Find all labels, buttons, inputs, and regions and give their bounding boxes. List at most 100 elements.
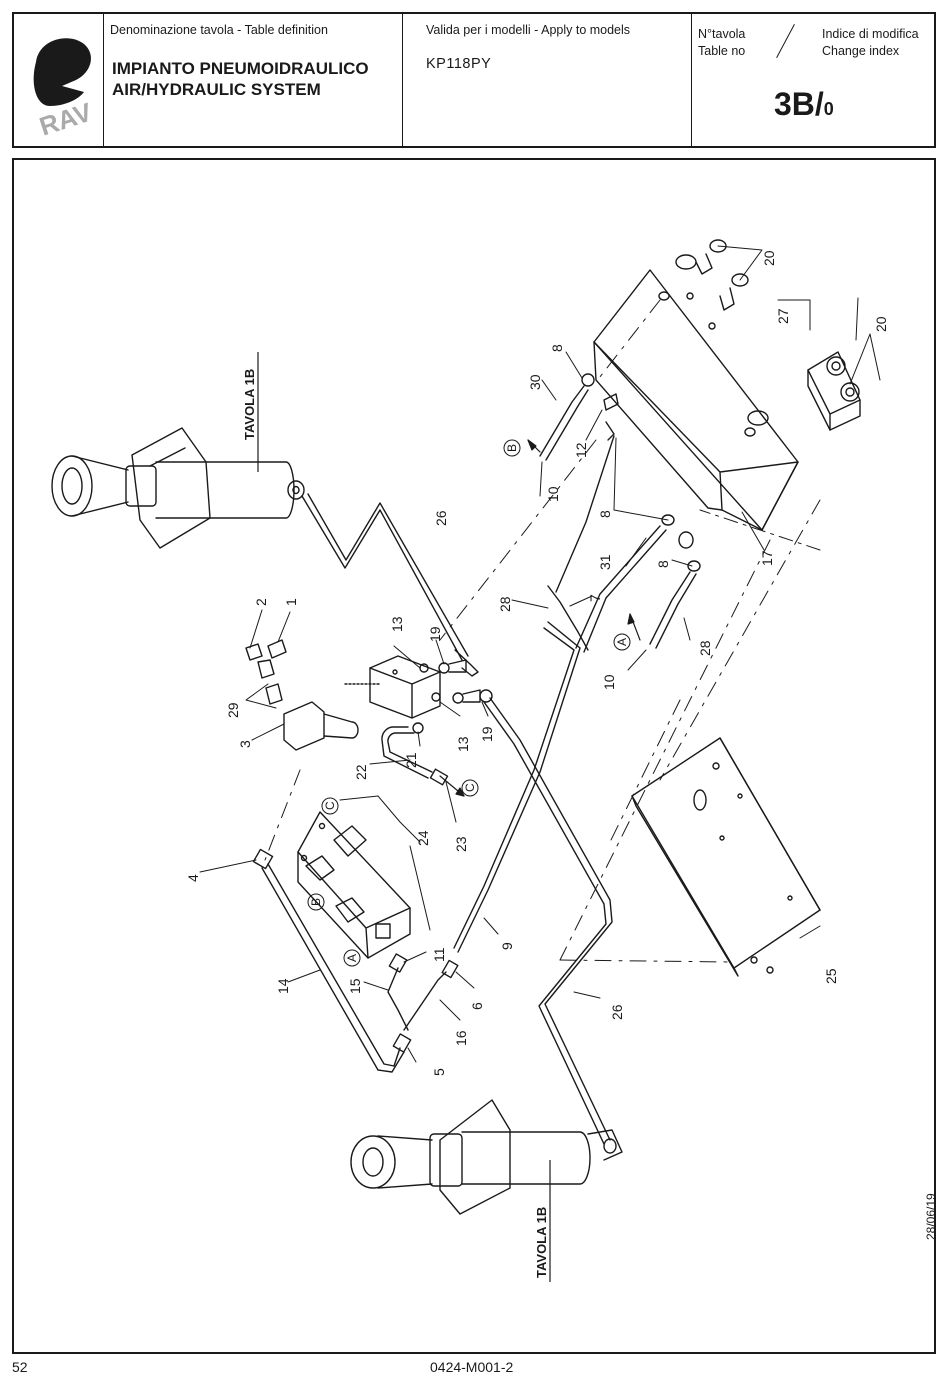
fittings-20-tank <box>695 239 749 311</box>
flow-arrows <box>439 439 641 797</box>
callout-24: 24 <box>415 830 431 846</box>
hydraulic-cylinder-bottom <box>350 1099 623 1215</box>
elbow-fitting <box>454 649 479 677</box>
connector-a-pump: A <box>345 954 359 962</box>
connector-a-top: A <box>615 638 629 646</box>
callout-31: 31 <box>597 554 613 570</box>
callout-16: 16 <box>453 1030 469 1046</box>
connector-c-top: C <box>463 783 477 792</box>
pipe-14 <box>261 867 405 1073</box>
callout-26a: 26 <box>433 510 449 526</box>
table-no-label-it: N°tavola <box>698 27 746 41</box>
callout-10a: 10 <box>545 486 561 502</box>
callout-13b: 13 <box>455 736 471 752</box>
part-callouts: 1 2 3 4 5 6 7 8 8 8 9 10 10 11 12 13 13 … <box>185 250 889 1076</box>
valve-block <box>344 655 493 734</box>
logo-mark <box>33 38 91 107</box>
callout-4: 4 <box>185 874 201 882</box>
hydraulic-cylinder-top <box>51 427 305 549</box>
callout-8c: 8 <box>655 560 671 568</box>
callout-17: 17 <box>759 550 775 566</box>
callout-23: 23 <box>453 836 469 852</box>
callout-19a: 19 <box>427 626 443 642</box>
table-number-value: 3B/ <box>774 86 824 122</box>
callout-10b: 10 <box>601 674 617 690</box>
callout-20b: 20 <box>873 316 889 332</box>
hose-30 <box>539 385 585 457</box>
callout-5: 5 <box>431 1068 447 1076</box>
callout-28b: 28 <box>697 640 713 656</box>
table-title: IMPIANTO PNEUMOIDRAULICO AIR/HYDRAULIC S… <box>112 58 369 100</box>
table-number: 3B/0 <box>774 86 834 123</box>
callout-19b: 19 <box>479 726 495 742</box>
pipe-26-upper <box>301 495 463 661</box>
change-index-value: 0 <box>823 99 834 119</box>
change-index-label-en: Change index <box>822 44 900 58</box>
callout-8a: 8 <box>549 344 565 352</box>
ref-label-top: TAVOLA 1B <box>242 369 257 440</box>
callout-8b: 8 <box>597 510 613 518</box>
fitting-11 <box>388 953 408 973</box>
pipe-15 <box>387 967 409 1031</box>
connector-b-top: B <box>505 444 519 452</box>
document-code: 0424-M001-2 <box>430 1359 514 1375</box>
callout-28a: 28 <box>497 596 513 612</box>
oil-tank <box>593 254 799 531</box>
tank-port <box>678 531 694 549</box>
pipe-9 <box>457 621 581 953</box>
callout-26b: 26 <box>609 1004 625 1020</box>
pipe-16 <box>403 971 447 1031</box>
fitting-5 <box>392 1033 412 1053</box>
table-no-label-en: Table no <box>698 44 746 58</box>
callout-14: 14 <box>275 978 291 994</box>
callout-25: 25 <box>823 968 839 984</box>
title-english: AIR/HYDRAULIC SYSTEM <box>112 80 321 99</box>
drawing-frame <box>12 158 936 1354</box>
callout-2: 2 <box>253 598 269 606</box>
ref-label-bottom: TAVOLA 1B <box>534 1207 549 1278</box>
base-plate <box>631 737 821 977</box>
fitting-6 <box>441 959 459 979</box>
connector-c-pump: C <box>323 801 337 810</box>
pressure-switch-assembly <box>245 639 359 751</box>
callout-7: 7 <box>587 594 603 602</box>
logo-cell: RAV <box>14 14 104 146</box>
table-number-cell: N°tavola Table no Indice di modifica Cha… <box>692 14 936 146</box>
alignment-lines <box>264 299 821 963</box>
callout-9: 9 <box>499 942 515 950</box>
callout-15: 15 <box>347 978 363 994</box>
hose-22 <box>387 732 433 773</box>
title-block: RAV Denominazione tavola - Table definit… <box>12 12 936 148</box>
models-label: Valida per i modelli - Apply to models <box>426 23 631 37</box>
callout-11: 11 <box>431 947 447 962</box>
callout-30: 30 <box>527 374 543 390</box>
page-number: 52 <box>12 1359 28 1375</box>
title-italian: IMPIANTO PNEUMOIDRAULICO <box>112 59 369 78</box>
fitting-12 <box>603 393 619 411</box>
rav-logo: RAV <box>33 38 96 142</box>
hose-31 <box>575 525 661 649</box>
callout-20a: 20 <box>761 250 777 266</box>
hose-28-lower <box>649 571 691 645</box>
tee-7 <box>547 585 589 651</box>
fitting-4 <box>252 848 274 870</box>
change-index-label-it: Indice di modifica <box>822 27 919 41</box>
connector-markers: B A C C B A <box>307 439 631 967</box>
callout-1: 1 <box>283 598 299 606</box>
revision-date: 28/06/19 <box>924 1193 938 1240</box>
connector-b-pump: B <box>309 898 323 906</box>
callout-27: 27 <box>775 308 791 324</box>
definition-cell: Denominazione tavola - Table definition … <box>104 14 403 146</box>
fitting-23 <box>429 768 449 786</box>
callout-3: 3 <box>237 740 253 748</box>
leader-lines <box>199 245 881 1063</box>
callout-12: 12 <box>573 442 589 458</box>
manifold-block-27 <box>807 351 861 431</box>
callout-6: 6 <box>469 1002 485 1010</box>
callout-13a: 13 <box>389 616 405 632</box>
callout-21: 21 <box>403 752 419 768</box>
pipe-26-lower <box>489 697 613 1141</box>
callout-29: 29 <box>225 702 241 718</box>
model-code: KP118PY <box>426 56 492 72</box>
